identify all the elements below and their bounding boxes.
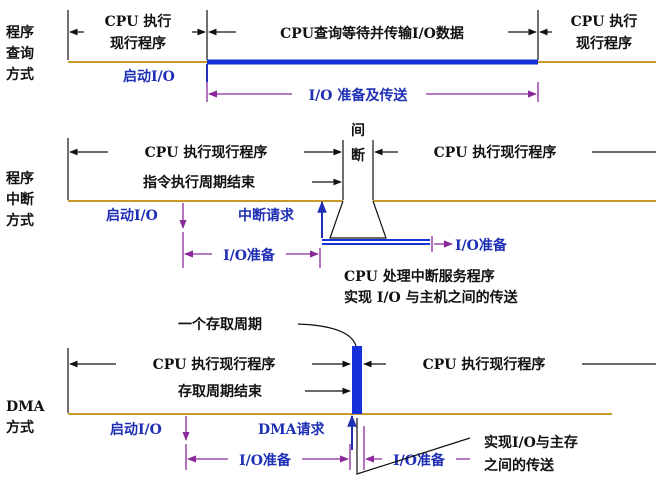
interrupt-cycle-end: 指令执行周期结束 bbox=[143, 174, 256, 191]
dma-exec1: CPU 执行现行程序 bbox=[153, 356, 276, 373]
interrupt-section: 程序 中断 方式 CPU 执行现行程序 指令执行周期结束 间 断 CPU 执行现… bbox=[6, 122, 656, 306]
dma-prep2-bg bbox=[382, 449, 456, 469]
dma-section: DMA 方式 一个存取周期 CPU 执行现行程序 存取周期结束 CPU 执行现行… bbox=[6, 316, 656, 475]
dma-exec2-bg bbox=[386, 352, 582, 374]
query-side-label-1: 程序 bbox=[6, 24, 34, 41]
query-wait-bg bbox=[236, 22, 508, 42]
interrupt-prep1-bg bbox=[212, 244, 286, 264]
query-side-label-2: 查询 bbox=[6, 45, 34, 62]
interrupt-start-io: 启动I/O bbox=[106, 207, 158, 224]
dma-transfer-line1: 实现I/O与主存 bbox=[484, 434, 578, 451]
dma-start-io: 启动I/O bbox=[110, 421, 162, 438]
interrupt-side-label-3: 方式 bbox=[6, 212, 34, 229]
query-start-io: 启动I/O bbox=[123, 68, 175, 85]
interrupt-io-prepare-1: I/O准备 bbox=[223, 247, 276, 264]
query-exec1-bg bbox=[84, 10, 192, 54]
interrupt-exec2: CPU 执行现行程序 bbox=[434, 144, 557, 161]
dma-side-label-2: 方式 bbox=[6, 419, 34, 436]
interrupt-request: 中断请求 bbox=[238, 207, 295, 224]
query-exec2-line1: CPU 执行 bbox=[571, 13, 638, 30]
dma-exec1-bg bbox=[116, 352, 312, 374]
dma-io-prepare-1: I/O准备 bbox=[239, 452, 292, 469]
query-prepare-transfer: I/O 准备及传送 bbox=[309, 87, 409, 104]
dma-transfer-leader bbox=[356, 418, 471, 475]
interrupt-gap-label-2: 断 bbox=[351, 147, 365, 164]
dma-request: DMA请求 bbox=[258, 421, 325, 438]
dma-transfer-line2: 之间的传送 bbox=[484, 457, 555, 474]
query-side-label-3: 方式 bbox=[6, 66, 34, 83]
interrupt-service-funnel bbox=[329, 200, 387, 239]
dma-io-prepare-2: I/O准备 bbox=[393, 452, 446, 469]
query-prep-bg bbox=[292, 84, 426, 104]
query-wait-label: CPU查询等待并传输I/O数据 bbox=[280, 25, 464, 42]
query-exec2-bg bbox=[552, 10, 656, 54]
dma-exec2: CPU 执行现行程序 bbox=[423, 356, 546, 373]
query-section: 程序 查询 方式 CPU 执行 现行程序 CPU查询等待并传输I/O数据 CPU… bbox=[6, 10, 656, 104]
dma-prep1-bg bbox=[228, 449, 302, 469]
interrupt-service-line2: 实现 I/O 与主机之间的传送 bbox=[344, 289, 519, 306]
interrupt-io-prepare-2: I/O准备 bbox=[455, 237, 508, 254]
interrupt-side-label-2: 中断 bbox=[6, 191, 34, 208]
query-exec1-line1: CPU 执行 bbox=[105, 13, 172, 30]
interrupt-side-label-1: 程序 bbox=[6, 170, 34, 187]
query-exec2-line2: 现行程序 bbox=[576, 35, 632, 52]
interrupt-service-line1: CPU 处理中断服务程序 bbox=[344, 268, 495, 285]
interrupt-gap-label-1: 间 bbox=[351, 122, 365, 139]
dma-cycle-end: 存取周期结束 bbox=[178, 383, 263, 400]
interrupt-exec2-bg bbox=[398, 140, 592, 162]
dma-access-cycle-leader bbox=[297, 323, 357, 347]
interrupt-exec1-bg bbox=[108, 140, 304, 162]
dma-side-label-1: DMA bbox=[6, 399, 46, 415]
interrupt-exec1: CPU 执行现行程序 bbox=[145, 144, 268, 161]
query-exec1-line2: 现行程序 bbox=[110, 35, 166, 52]
dma-access-block bbox=[352, 346, 362, 414]
dma-access-cycle: 一个存取周期 bbox=[178, 316, 262, 333]
